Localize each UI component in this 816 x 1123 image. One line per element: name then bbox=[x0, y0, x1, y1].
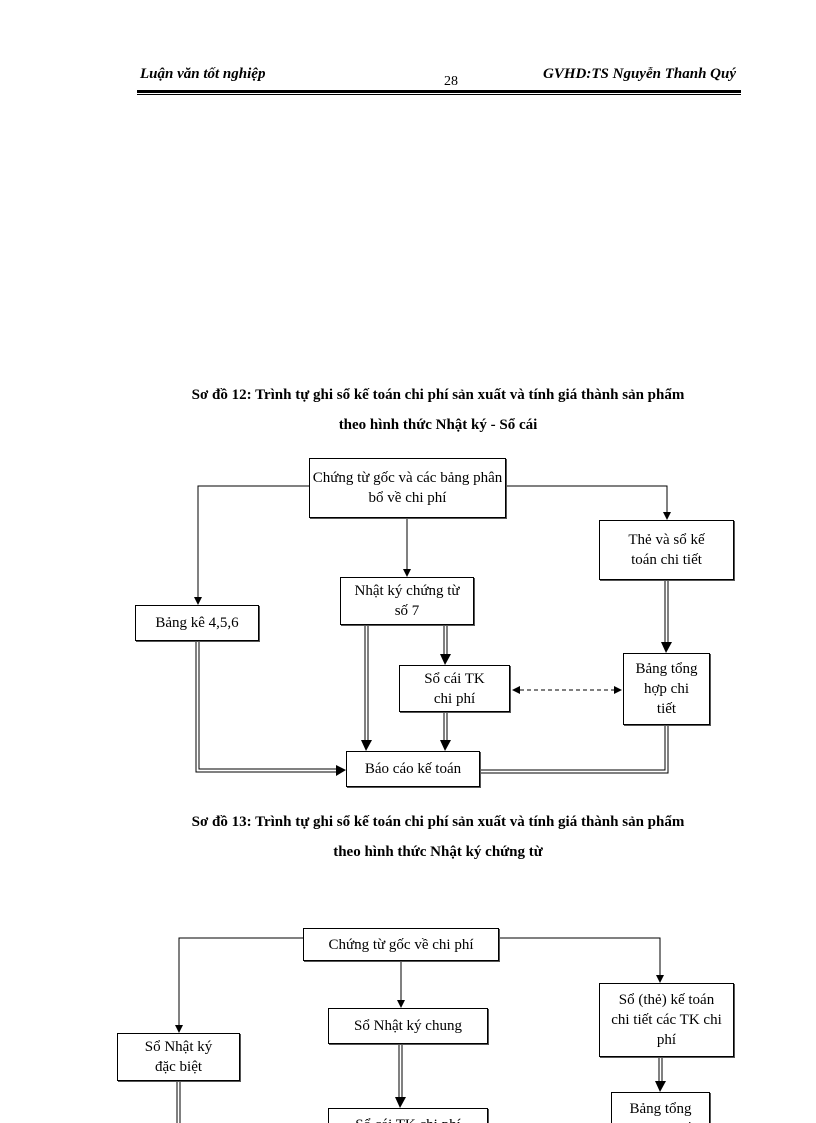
arrow-listing-to-report bbox=[195, 641, 336, 773]
header-right: GVHD:TS Nguyễn Thanh Quý bbox=[543, 66, 736, 82]
box-detail-ledger: Thẻ và sổ kế toán chi tiết bbox=[599, 520, 734, 580]
box-summary: Bảng tổng hợp chi tiết bbox=[623, 653, 710, 725]
box-general-journal: Sổ Nhật ký chung bbox=[328, 1008, 488, 1044]
box-source-documents: Chứng từ gốc và các bảng phân bổ về chi … bbox=[309, 458, 506, 518]
arrow-source-to-listing bbox=[197, 485, 309, 598]
page-number: 28 bbox=[444, 74, 458, 89]
box-detail-ledger-13: Sổ (thẻ) kế toán chi tiết các TK chi phí bbox=[599, 983, 734, 1057]
box-general-ledger: Sổ cái TK chi phí bbox=[399, 665, 510, 712]
box-accounting-report: Báo cáo kế toán bbox=[346, 751, 480, 787]
arrow-source-to-detail bbox=[506, 485, 668, 513]
diagram13-caption-1: Sơ đồ 13: Trình tự ghi sổ kế toán chi ph… bbox=[191, 814, 685, 830]
box-listing-456: Bảng kê 4,5,6 bbox=[135, 605, 259, 641]
box-special-journal: Sổ Nhật ký đặc biệt bbox=[117, 1033, 240, 1081]
diagram12-caption-2: theo hình thức Nhật ký - Sổ cái bbox=[338, 417, 538, 433]
box-journal-voucher-7: Nhật ký chứng từ số 7 bbox=[340, 577, 474, 625]
box-general-ledger-13: Sổ cái TK chi phí bbox=[328, 1108, 488, 1123]
box-source-documents-13: Chứng từ gốc về chi phí bbox=[303, 928, 499, 961]
header-left: Luận văn tốt nghiệp bbox=[140, 66, 266, 82]
arrow-source-to-special bbox=[178, 937, 303, 1026]
header-rule-thin bbox=[137, 94, 741, 95]
diagram12-caption-1: Sơ đồ 12: Trình tự ghi sổ kế toán chi ph… bbox=[191, 387, 685, 403]
diagram13-caption-2: theo hình thức Nhật ký chứng từ bbox=[333, 844, 543, 860]
arrow-source-to-detail13 bbox=[499, 937, 661, 976]
box-summary-13: Bảng tổng hợp chi tiết bbox=[611, 1092, 710, 1123]
header-rule bbox=[137, 90, 741, 93]
arrow-summary-to-report bbox=[436, 725, 666, 771]
